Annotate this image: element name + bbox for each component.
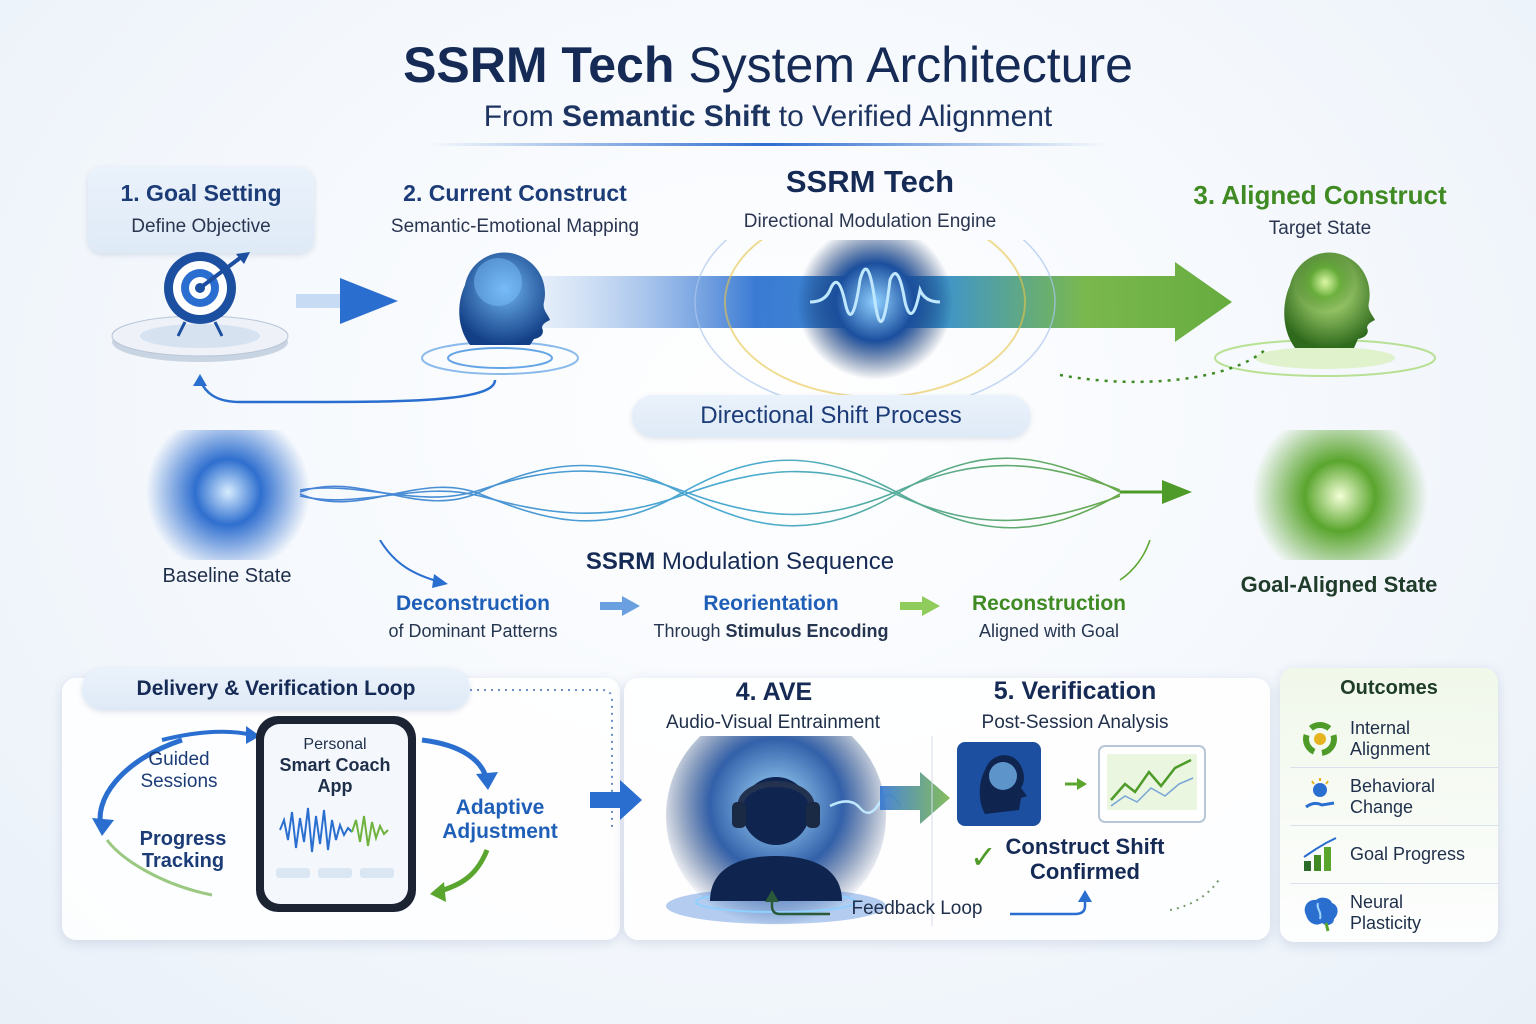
sequence-rest: Modulation Sequence: [661, 548, 895, 575]
aligned-construct-sub: Target State: [1268, 218, 1372, 239]
baseline-cloud: [146, 430, 310, 560]
directional-shift-pill: [632, 395, 1030, 437]
outcome-line: Internal: [1350, 717, 1411, 738]
lightbulb-hand-icon: [1290, 773, 1350, 821]
sequence-arrows: [379, 540, 1151, 616]
verification-title: 5. Verification: [993, 677, 1157, 705]
outcome-line: Behavioral: [1350, 775, 1436, 796]
outcome-label: Goal Progress: [1350, 844, 1470, 865]
arrow-into-ave: [590, 780, 642, 820]
app-line-3: App: [317, 776, 353, 796]
outcome-item: Internal Alignment: [1290, 710, 1498, 768]
current-construct-title: 2. Current Construct: [403, 180, 627, 206]
phase-reconstruction-sub: Aligned with Goal: [978, 621, 1120, 641]
outcome-line: Plasticity: [1350, 913, 1422, 933]
baseline-state-label: Baseline State: [162, 565, 292, 587]
brain-icon: [1290, 889, 1350, 937]
delivery-label: Delivery & Verification Loop: [136, 677, 416, 700]
arrow-1-2: [296, 278, 398, 324]
current-construct-sub: Semantic-Emotional Mapping: [390, 216, 640, 237]
subtitle-pre: From: [483, 100, 554, 133]
alignment-cycle-icon: [1290, 715, 1350, 763]
subtitle-post: to Verified Alignment: [778, 100, 1053, 133]
construct-shift-confirmed: Construct Shift Confirmed: [1000, 834, 1170, 884]
outcome-item: Neural Plasticity: [1290, 884, 1498, 942]
aligned-construct-head: [1214, 252, 1436, 377]
delivery-label-pill: [82, 668, 470, 710]
adaptive-adjustment-label: Adaptive Adjustment: [432, 796, 568, 844]
adaptive-line-2: Adjustment: [442, 820, 558, 843]
top-flow-graphic: [111, 240, 1436, 413]
outcome-label: Behavioral Change: [1350, 776, 1470, 818]
arrow-ave-to-verification: [880, 772, 950, 824]
app-line-1: Personal: [303, 736, 367, 753]
aligned-construct-title: 3. Aligned Construct: [1193, 180, 1447, 210]
page-subtitle: From Semantic Shift to Verified Alignmen…: [0, 100, 1536, 134]
sequence-bold: SSRM: [585, 548, 656, 575]
outcomes-card: [1280, 668, 1498, 942]
phone-icon: [256, 716, 416, 912]
title-rest: System Architecture: [688, 37, 1133, 93]
outcome-line: Neural: [1350, 892, 1404, 912]
target-icon: [111, 252, 289, 362]
ave-title: 4. AVE: [735, 678, 813, 706]
guided-line-1: Guided: [148, 749, 210, 770]
modulation-sequence-title: SSRM Modulation Sequence: [520, 548, 960, 576]
analysis-graphic: [957, 742, 1206, 826]
page-title: SSRM Tech System Architecture: [0, 36, 1536, 94]
phase-reconstruction-title: Reconstruction: [971, 592, 1126, 615]
progress-tracking-label: Progress Tracking: [128, 828, 238, 872]
bar-growth-icon: [1290, 831, 1350, 879]
app-line-2: Smart Coach: [279, 755, 391, 775]
subtitle-bold: Semantic Shift: [562, 100, 771, 133]
adaptive-line-1: Adaptive: [455, 796, 545, 819]
progress-line-1: Progress: [139, 828, 227, 850]
goal-cloud: [1252, 430, 1428, 560]
feedback-loop-graphic: [765, 880, 1220, 916]
progress-line-2: Tracking: [141, 850, 225, 872]
outcome-line: Alignment: [1350, 738, 1431, 759]
guided-sessions-label: Guided Sessions: [124, 749, 234, 793]
outcome-label: Neural Plasticity: [1350, 892, 1470, 934]
confirm-line-1: Construct Shift: [1005, 834, 1165, 859]
phase-deconstruction-title: Deconstruction: [395, 592, 550, 615]
goal-setting-box: [88, 167, 314, 253]
reorientation-sub-bold: Stimulus Encoding: [725, 621, 889, 641]
title-underline: [430, 143, 1106, 146]
outcome-line: Goal Progress: [1350, 844, 1466, 864]
guided-line-2: Sessions: [140, 771, 218, 792]
directional-shift-label: Directional Shift Process: [700, 402, 962, 429]
engine-sub: Directional Modulation Engine: [743, 211, 997, 232]
check-icon: ✓: [970, 839, 997, 875]
outcomes-title: Outcomes: [1340, 677, 1438, 699]
outcome-label: Internal Alignment: [1350, 718, 1470, 760]
outcome-item: Behavioral Change: [1290, 768, 1498, 826]
phase-reorientation-sub: Through Stimulus Encoding: [630, 621, 912, 642]
goal-setting-title: 1. Goal Setting: [120, 180, 282, 206]
outcomes-list: Internal Alignment Behavioral Change: [1290, 710, 1498, 942]
current-construct-head: [421, 252, 579, 375]
reorientation-sub-pre: Through: [653, 621, 721, 641]
goal-aligned-state-label: Goal-Aligned State: [1240, 572, 1438, 597]
ave-graphic: [590, 736, 950, 926]
wave-band-graphic: [146, 430, 1428, 560]
ave-sub: Audio-Visual Entrainment: [665, 712, 881, 733]
delivery-graphic: [92, 689, 613, 912]
verification-sub: Post-Session Analysis: [981, 712, 1169, 733]
outcome-line: Change: [1350, 796, 1414, 817]
headphones-person-icon: [710, 777, 842, 901]
goal-setting-sub: Define Objective: [131, 216, 271, 237]
phase-deconstruction-sub: of Dominant Patterns: [388, 621, 558, 641]
outcome-item: Goal Progress: [1290, 826, 1498, 884]
modulation-engine-orb: [694, 240, 1056, 413]
engine-title: SSRM Tech: [785, 164, 955, 199]
title-bold: SSRM Tech: [403, 37, 675, 93]
phase-reorientation-title: Reorientation: [703, 592, 839, 615]
feedback-loop-label: Feedback Loop: [851, 898, 983, 919]
confirm-line-2: Confirmed: [1030, 859, 1140, 884]
